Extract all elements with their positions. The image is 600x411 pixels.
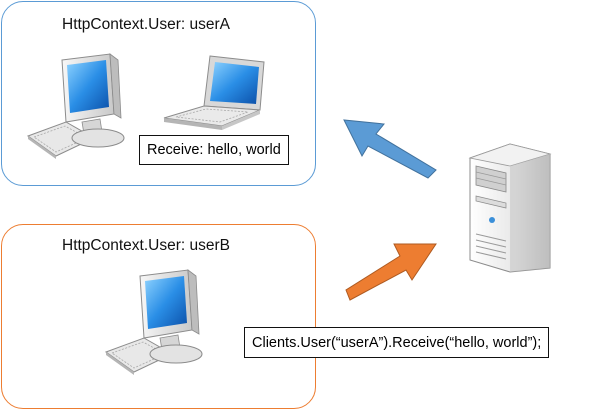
laptop-icon <box>163 55 265 130</box>
received-message-callout: Receive: hello, world <box>139 135 289 165</box>
server-tower-icon <box>468 143 552 273</box>
client-group-user-b: HttpContext.User: userB <box>1 224 316 409</box>
group-title: HttpContext.User: userB <box>62 237 230 254</box>
group-title: HttpContext.User: userA <box>62 16 230 33</box>
server-call-callout: Clients.User(“userA”).Receive(“hello, wo… <box>244 327 550 358</box>
desktop-computer-icon <box>27 53 125 160</box>
arrow-icon <box>345 243 437 301</box>
arrow-icon <box>343 119 437 179</box>
desktop-computer-icon <box>105 269 203 376</box>
